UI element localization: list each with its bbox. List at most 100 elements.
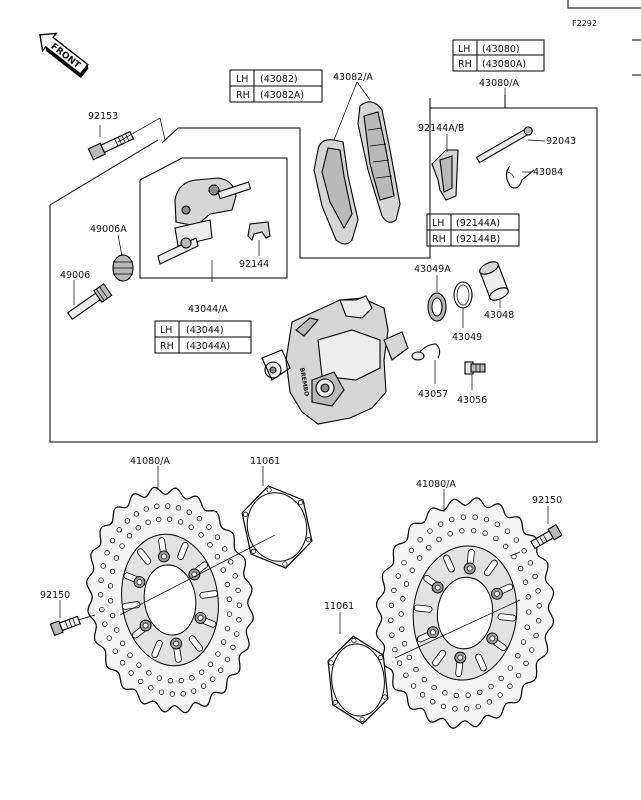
disc-hole	[398, 611, 404, 617]
disc-hole	[409, 567, 415, 573]
disc-hole	[98, 577, 104, 583]
disc-hole	[191, 688, 197, 694]
gasket-hole	[297, 500, 304, 506]
disc-hole	[482, 530, 488, 536]
label-92150-right: 92150	[532, 495, 562, 506]
table-43080: LH (43080) RH (43080A)	[452, 39, 545, 72]
disc-hole	[234, 631, 240, 637]
disc-hole	[109, 568, 116, 575]
disc-hole	[442, 690, 448, 696]
disc-hole	[177, 519, 184, 525]
gasket-hole	[351, 638, 357, 644]
disc-rivet-hole	[434, 584, 441, 591]
disc-hole	[529, 647, 535, 653]
table-43080-lh: LH	[458, 44, 470, 55]
disc-slot	[432, 649, 447, 667]
disc-slot	[413, 604, 433, 613]
brake-disc-left	[86, 486, 254, 714]
disc-hole	[222, 546, 228, 552]
brake-pad-outer	[357, 101, 401, 223]
leader-11061-bottom-b	[394, 599, 521, 659]
disc-hole	[236, 617, 242, 623]
disc-hole	[146, 670, 152, 676]
table-92144: LH (92144A) RH (92144B)	[426, 213, 520, 247]
figure-code: F2292	[572, 19, 597, 28]
disc-slot	[137, 548, 152, 565]
disc-hole	[417, 537, 423, 543]
disc-hole	[515, 653, 521, 659]
leader-92150-left-b	[77, 614, 96, 621]
caliper-holder-frame	[139, 157, 288, 279]
disc-hole	[167, 678, 174, 684]
label-92144AB: 92144A/B	[418, 123, 464, 134]
bleeder-43056	[464, 361, 486, 375]
gasket-hole	[328, 660, 334, 666]
disc-hole	[535, 618, 542, 624]
label-49006: 49006	[60, 270, 90, 281]
label-92144: 92144	[239, 259, 269, 270]
disc-rivet-hole	[191, 571, 198, 578]
gasket-11061-bottom	[327, 635, 389, 725]
disc-hole	[210, 676, 216, 682]
disc-hole	[235, 587, 241, 594]
leader-92150-right-b	[509, 551, 521, 557]
piston-43048	[479, 261, 509, 301]
caliper-body: BREMBO	[261, 295, 409, 425]
pin-92043	[475, 126, 533, 164]
gasket-11061-top	[241, 485, 313, 569]
gasket-hole	[243, 511, 249, 517]
disc-hole	[186, 509, 192, 515]
disc-slot	[475, 653, 487, 672]
disc-hole	[498, 675, 504, 682]
disc-hole	[520, 639, 527, 645]
leader-92153-a	[117, 117, 161, 143]
disc-hole	[532, 573, 538, 580]
disc-hole	[124, 518, 130, 524]
disc-hole	[215, 651, 221, 657]
disc-hole	[232, 573, 238, 579]
disc-rivet-hole	[161, 553, 167, 560]
leader-43082-b	[356, 81, 371, 101]
disc-hole	[389, 632, 395, 638]
brake-disc-right	[375, 497, 555, 729]
disc-hole	[226, 611, 233, 617]
gasket-inner	[246, 492, 308, 562]
disc-hole	[100, 563, 106, 569]
disc-hole	[493, 535, 499, 542]
disc-rivet-hole	[197, 615, 204, 621]
disc-hole	[463, 706, 470, 712]
disc-hole	[178, 677, 184, 684]
disc-hole	[128, 670, 134, 676]
disc-hole	[218, 667, 224, 673]
label-41080A-left: 41080/A	[130, 456, 170, 467]
disc-hole	[226, 596, 233, 602]
disc-rivet-hole	[494, 590, 500, 597]
disc-hole	[198, 532, 204, 538]
disc-hole	[127, 652, 133, 658]
table-43082-lh: LH	[236, 74, 248, 85]
disc-hole	[459, 528, 465, 534]
disc-hole	[460, 514, 467, 520]
disc-hole	[220, 639, 227, 645]
boot-49006A	[112, 254, 134, 282]
gasket-hole	[359, 716, 365, 722]
disc-hole	[114, 627, 120, 633]
table-43082-rh-code: (43082A)	[260, 90, 304, 101]
table-43082-rh: RH	[236, 90, 250, 101]
disc-slot	[497, 613, 517, 622]
disc-hole	[400, 596, 406, 602]
disc-slot	[199, 590, 219, 599]
disc-hole	[440, 703, 447, 710]
label-43044A: 43044/A	[188, 304, 228, 315]
disc-hole	[143, 506, 149, 512]
disc-hole	[410, 683, 417, 689]
table-43044: LH (43044) RH (43044A)	[154, 320, 252, 354]
leader-11061-top-b	[119, 534, 276, 616]
pad-bracket-frame	[161, 108, 431, 259]
bolt-92150-left	[49, 615, 81, 637]
disc-hole	[154, 503, 160, 509]
brake-pad-inner	[313, 139, 359, 245]
disc-hole	[207, 542, 213, 548]
leader-49006A	[117, 234, 123, 257]
label-43080A: 43080/A	[479, 78, 519, 89]
